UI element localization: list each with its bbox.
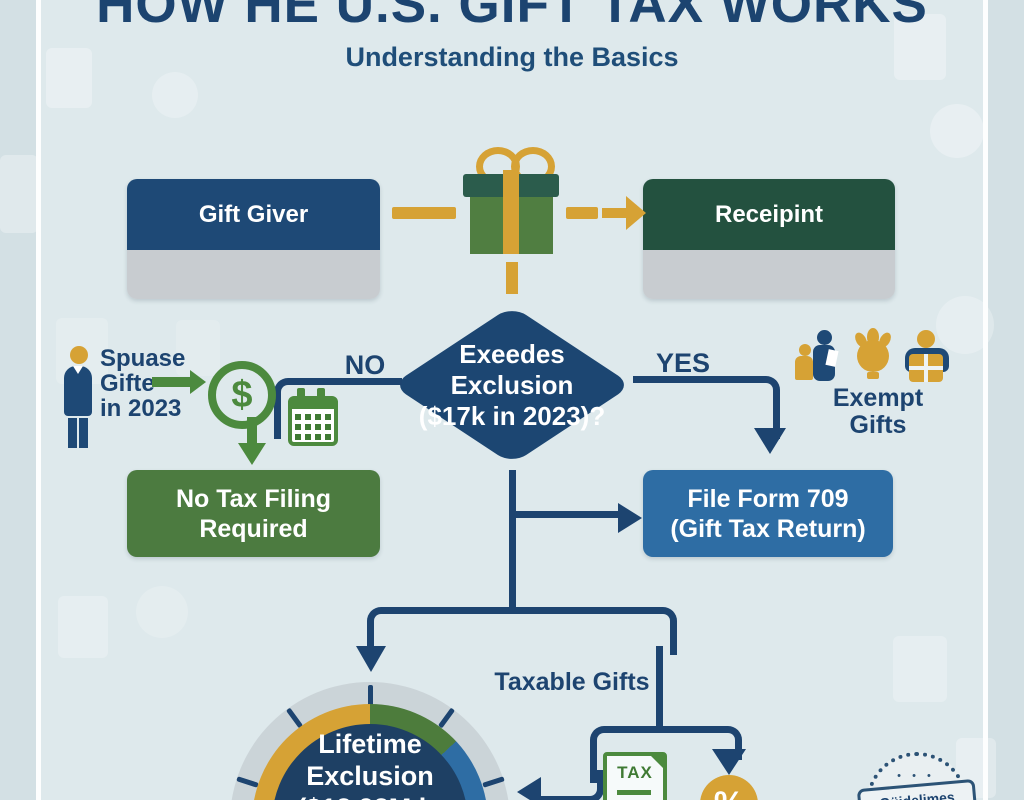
spouse-note-line3: in 2023 — [100, 395, 182, 422]
decision-line3: ($17k in 2023)? — [418, 400, 606, 431]
decision-line1: Exeedes — [459, 338, 565, 369]
lower-left-connector — [541, 770, 604, 800]
gift-giver-box-footer — [127, 250, 380, 299]
spouse-gifts-note: Spuase Gifte in 2023 — [100, 346, 185, 421]
dollar-glyph: $ — [231, 373, 253, 416]
yes-branch-label: YES — [655, 348, 711, 378]
lifetime-exclusion-text: Lifetime Exclusion ($12.92M in 2023) — [260, 728, 480, 800]
gauge-line1: Lifetime — [318, 729, 422, 759]
calendar-icon — [288, 388, 338, 448]
watermark-document-icon — [58, 596, 108, 658]
gauge-line3: ($12.92M in 2023) — [260, 792, 480, 800]
center-connector — [509, 470, 516, 610]
watermark-document-icon — [176, 320, 220, 376]
watermark-document-icon — [46, 48, 92, 108]
percent-circle-icon: % — [700, 775, 758, 800]
frame-line-left — [36, 0, 41, 800]
gold-arrow-shaft — [602, 208, 628, 218]
gold-dash-connector — [566, 207, 598, 219]
yes-branch-connector — [633, 376, 780, 439]
book-icon — [825, 349, 839, 367]
seal-dots: • • • — [897, 770, 935, 782]
gauge-tick — [368, 685, 373, 707]
green-arrow-down-head — [238, 443, 266, 465]
watermark-document-icon — [0, 155, 38, 233]
tax-doc-label: TAX — [617, 763, 653, 782]
page-title: HOW HE U.S. GIFT TAX WORKS — [96, 0, 928, 34]
no-tax-line1: No Tax Filing — [175, 484, 332, 513]
green-arrow-right-head — [190, 370, 206, 394]
right-margin — [988, 0, 1024, 800]
exempt-note-line1: Exempt — [832, 384, 924, 412]
file-box-line2: (Gift Tax Return) — [670, 514, 866, 543]
exempt-gifts-icons — [793, 328, 953, 388]
decision-line2: Exclusion — [450, 369, 574, 400]
gold-dash-connector — [392, 207, 456, 219]
lower-right-arrow — [712, 749, 746, 775]
spouse-person-icon — [58, 344, 98, 448]
split-connector — [367, 607, 677, 655]
lower-right-connector — [656, 726, 742, 760]
recipient-box: Receipint — [643, 179, 895, 299]
no-tax-filing-box: No Tax Filing Required — [127, 470, 380, 557]
gift-ribbon-icon — [503, 170, 519, 254]
to-gauge-arrow — [356, 646, 386, 672]
file-form-709-box: File Form 709 (Gift Tax Return) — [643, 470, 893, 557]
no-branch-label: NO — [344, 350, 386, 380]
gift-stem-connector — [506, 262, 518, 294]
seal-label-text: Güidelimes — [878, 788, 956, 800]
taxable-connector — [656, 646, 663, 733]
gift-giver-box: Gift Giver — [127, 179, 380, 299]
exempt-gifts-note: Exempt Gifts — [813, 385, 943, 439]
to-file-form-arrow — [618, 503, 642, 533]
dollar-circle-icon: $ — [208, 361, 276, 429]
green-arrow-right — [152, 377, 190, 387]
person-with-gift-icon — [917, 330, 935, 348]
recipient-label: Receipint — [714, 200, 824, 228]
family-icon — [799, 344, 811, 356]
decision-text: Exeedes Exclusion ($17k in 2023)? — [392, 305, 632, 465]
spouse-note-line1: Spuase — [100, 345, 186, 372]
tax-document-icon: TAX — [603, 752, 667, 800]
gauge-line2: Exclusion — [306, 761, 434, 791]
page-subtitle: Understanding the Basics — [345, 42, 679, 72]
green-arrow-down — [247, 417, 257, 445]
yes-branch-arrow — [754, 428, 786, 454]
frame-line-right — [983, 0, 988, 800]
gift-giver-label: Gift Giver — [198, 200, 309, 228]
no-tax-line2: Required — [199, 514, 308, 543]
recipient-box-footer — [643, 250, 895, 299]
taxable-gifts-label: Taxable Gifts — [494, 668, 650, 696]
spouse-note-line2: Gifte — [100, 370, 155, 397]
watermark-circle-icon — [930, 104, 984, 158]
lower-left-arrow — [517, 777, 541, 800]
watermark-document-icon — [894, 14, 946, 80]
percent-glyph: % — [714, 785, 744, 800]
to-file-form-connector — [512, 511, 618, 518]
gold-arrow-head — [626, 196, 646, 230]
no-branch-connector — [274, 378, 402, 439]
lower-left-connector — [590, 726, 670, 783]
watermark-document-icon — [893, 636, 947, 702]
watermark-circle-icon — [152, 72, 198, 118]
file-box-line1: File Form 709 — [687, 484, 849, 513]
folded-corner-icon — [650, 755, 664, 769]
left-margin — [0, 0, 36, 800]
watermark-circle-icon — [136, 586, 188, 638]
exempt-note-line2: Gifts — [849, 411, 907, 439]
